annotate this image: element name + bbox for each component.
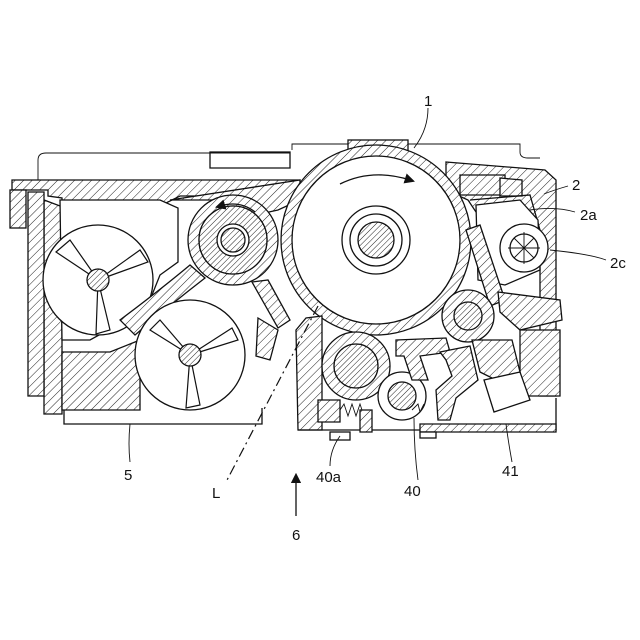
label-6: 6 [292,527,300,544]
cleaning-container [296,316,556,440]
agitator-lower [135,300,245,410]
label-2: 2 [572,177,580,194]
photosensitive-drum [281,145,471,335]
label-L: L [212,485,220,502]
developing-roller [188,195,278,285]
label-40a: 40a [316,469,342,486]
label-40: 40 [404,483,421,500]
label-1: 1 [424,93,432,110]
label-2c: 2c [610,255,626,272]
blade-holder [256,318,278,360]
label-5: 5 [124,467,132,484]
label-2a: 2a [580,207,597,224]
label-41: 41 [502,463,519,480]
